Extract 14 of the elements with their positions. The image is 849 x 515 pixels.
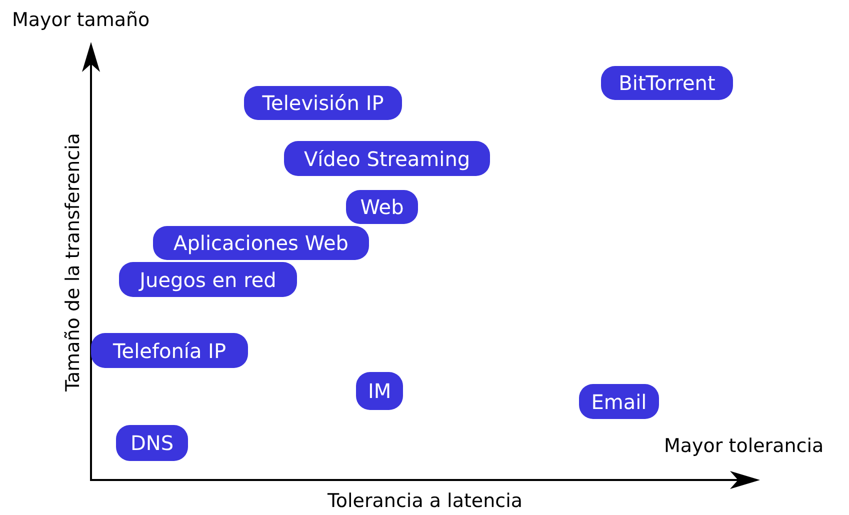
category-pill: DNS xyxy=(116,425,188,461)
category-pill: Email xyxy=(579,384,659,419)
axis-title: Mayor tolerancia xyxy=(664,437,824,456)
axis-title: Tolerancia a latencia xyxy=(328,492,523,511)
category-pill: Web xyxy=(346,190,418,224)
category-pill: Aplicaciones Web xyxy=(153,226,369,260)
category-pill: Televisión IP xyxy=(244,86,402,120)
category-pill: Vídeo Streaming xyxy=(284,141,490,176)
category-pill: Juegos en red xyxy=(119,262,297,297)
axis-title: Mayor tamaño xyxy=(12,11,150,30)
axis-title: Tamaño de la transferencia xyxy=(64,133,82,392)
category-pill: Telefonía IP xyxy=(91,333,248,368)
category-pill: IM xyxy=(356,372,404,410)
category-pill: BitTorrent xyxy=(601,66,733,100)
